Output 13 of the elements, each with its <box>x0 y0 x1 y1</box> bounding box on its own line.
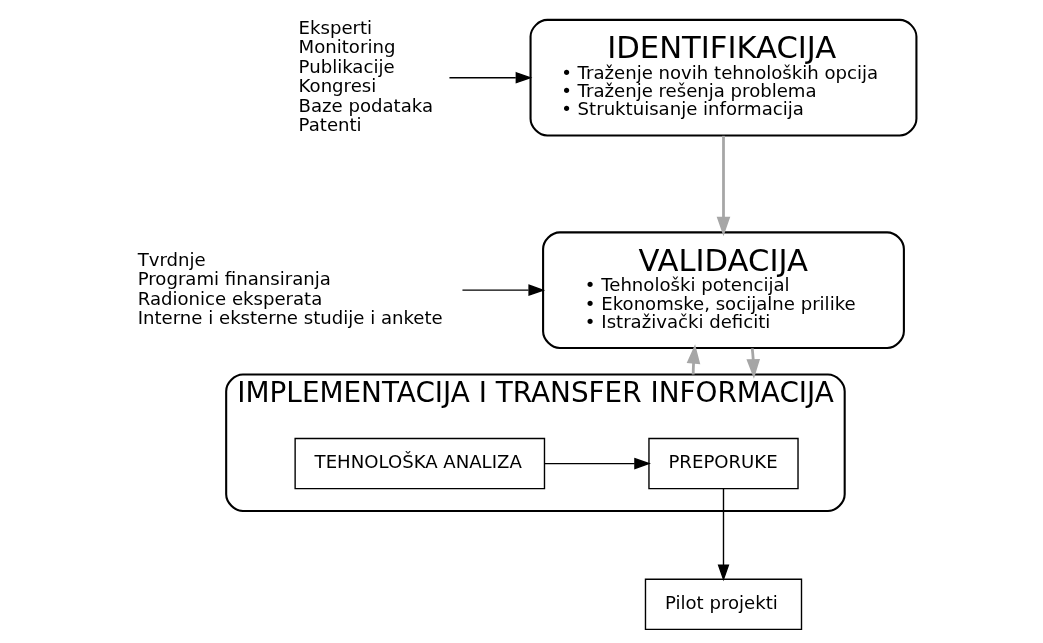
node-box: Pilot projekti <box>644 578 803 631</box>
node-box: IDENTIFIKACIJA • Traženje novih tehnoloških opcija • Traženje rešenja problema • Struktuisanje informacija <box>529 18 918 137</box>
arrow <box>448 71 533 84</box>
arrow <box>461 284 546 296</box>
arrow <box>746 348 761 379</box>
node-box: TEHNOLOŠKA ANALIZA <box>294 437 546 490</box>
arrow <box>717 488 730 582</box>
arrow <box>716 135 731 237</box>
node-box: VALIDACIJA • Tehnološki potencijal • Ekonomske, socijalne prilike • Istraživački deficiti <box>542 231 905 349</box>
node-text: Eksperti Monitoring Publikacije Kongresi Baze podataka Patenti <box>298 16 434 136</box>
node-box: PREPORUKE <box>648 437 799 490</box>
arrow <box>544 457 651 470</box>
node-text: Tvrdnje Programi finansiranja Radionice eksperata Interne i eksterne studije i ankete <box>137 248 443 329</box>
